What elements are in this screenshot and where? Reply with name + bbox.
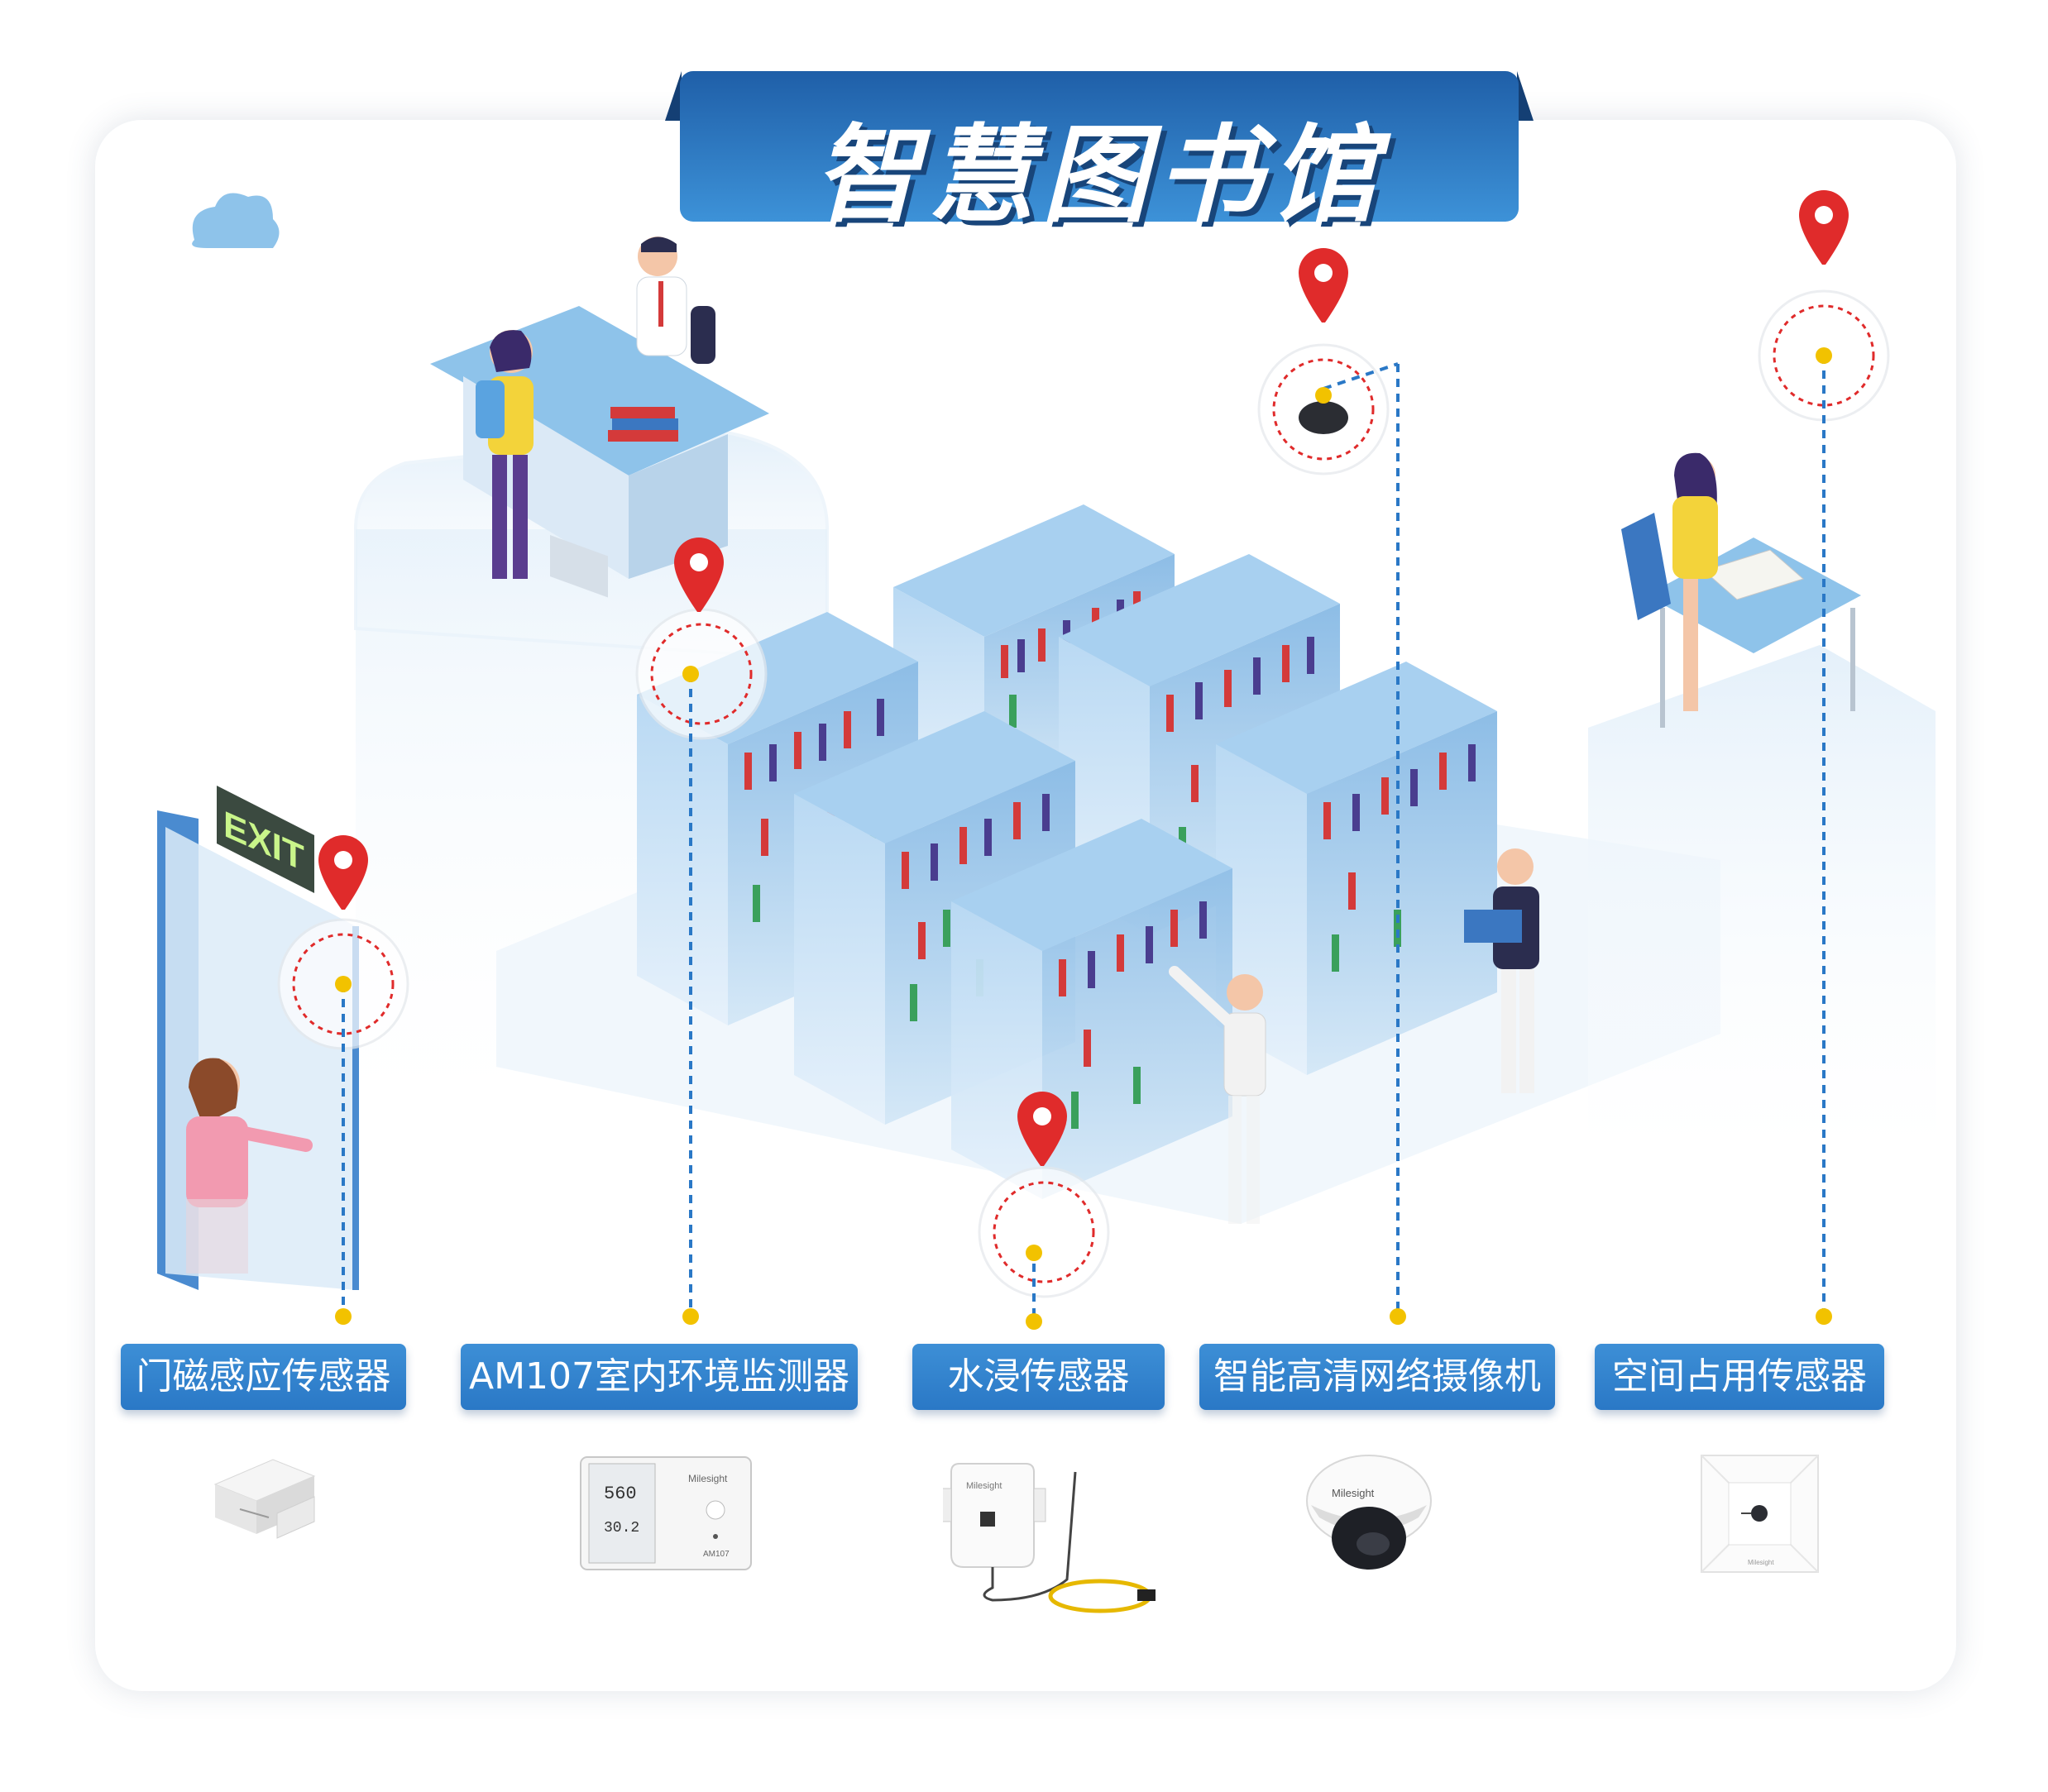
reader-reaching-figure (1169, 966, 1266, 1224)
label-water-leak-sensor: 水浸传感器 (912, 1344, 1165, 1410)
am107-reading-top: 560 (604, 1484, 637, 1504)
am107-monitor-product-icon: 560 30.2 Milesight AM107 (580, 1456, 752, 1570)
stack-of-books (608, 407, 678, 442)
water-leak-sensor-callout (978, 1092, 1110, 1330)
camera-callout (1257, 248, 1406, 1325)
cloud-icon (192, 193, 280, 248)
water-leak-sensor-product-icon: Milesight (943, 1463, 1156, 1613)
title-banner: 智慧图书馆 (665, 71, 1534, 237)
dome-camera-icon (1299, 387, 1348, 434)
location-pin-icon (1017, 1092, 1067, 1166)
label-occupancy-sensor: 空间占用传感器 (1595, 1344, 1884, 1410)
network-camera-product-icon: Milesight (1306, 1455, 1432, 1570)
am107-brand: Milesight (688, 1473, 728, 1484)
bookshelf (1216, 662, 1497, 1075)
am107-reading-mid: 30.2 (604, 1520, 639, 1536)
label-network-camera: 智能高清网络摄像机 (1199, 1344, 1555, 1410)
location-pin-icon (1299, 248, 1348, 323)
label-am107-monitor: AM107室内环境监测器 (461, 1344, 858, 1410)
bookshelf (951, 819, 1232, 1199)
am107-model: AM107 (703, 1550, 730, 1559)
camera-brand: Milesight (1332, 1487, 1375, 1499)
label-door-sensor: 门磁感应传感器 (121, 1344, 406, 1410)
occupancy-sensor-callout (1758, 190, 1890, 1325)
environment-sensor-callout (635, 538, 768, 1325)
door-sensor-callout (277, 835, 409, 1325)
reader-carrying-books-figure (1464, 848, 1539, 1093)
door-visitor-figure (186, 1058, 313, 1274)
page-title: 智慧图书馆 (813, 114, 1385, 237)
location-pin-icon (1799, 190, 1849, 265)
librarian-figure (636, 237, 715, 364)
location-pin-icon (674, 538, 724, 612)
location-pin-icon (318, 835, 368, 910)
door-sensor-product-icon (213, 1459, 316, 1539)
occupancy-sensor-product-icon: Milesight (1701, 1455, 1819, 1573)
bookshelves (637, 504, 1497, 1199)
reception-desk (430, 237, 769, 598)
water-sensor-brand: Milesight (966, 1481, 1002, 1491)
occupancy-sensor-brand: Milesight (1748, 1559, 1774, 1566)
visitor-figure (476, 330, 534, 579)
sensor-callouts (277, 190, 1890, 1330)
reading-desk (1621, 452, 1861, 728)
